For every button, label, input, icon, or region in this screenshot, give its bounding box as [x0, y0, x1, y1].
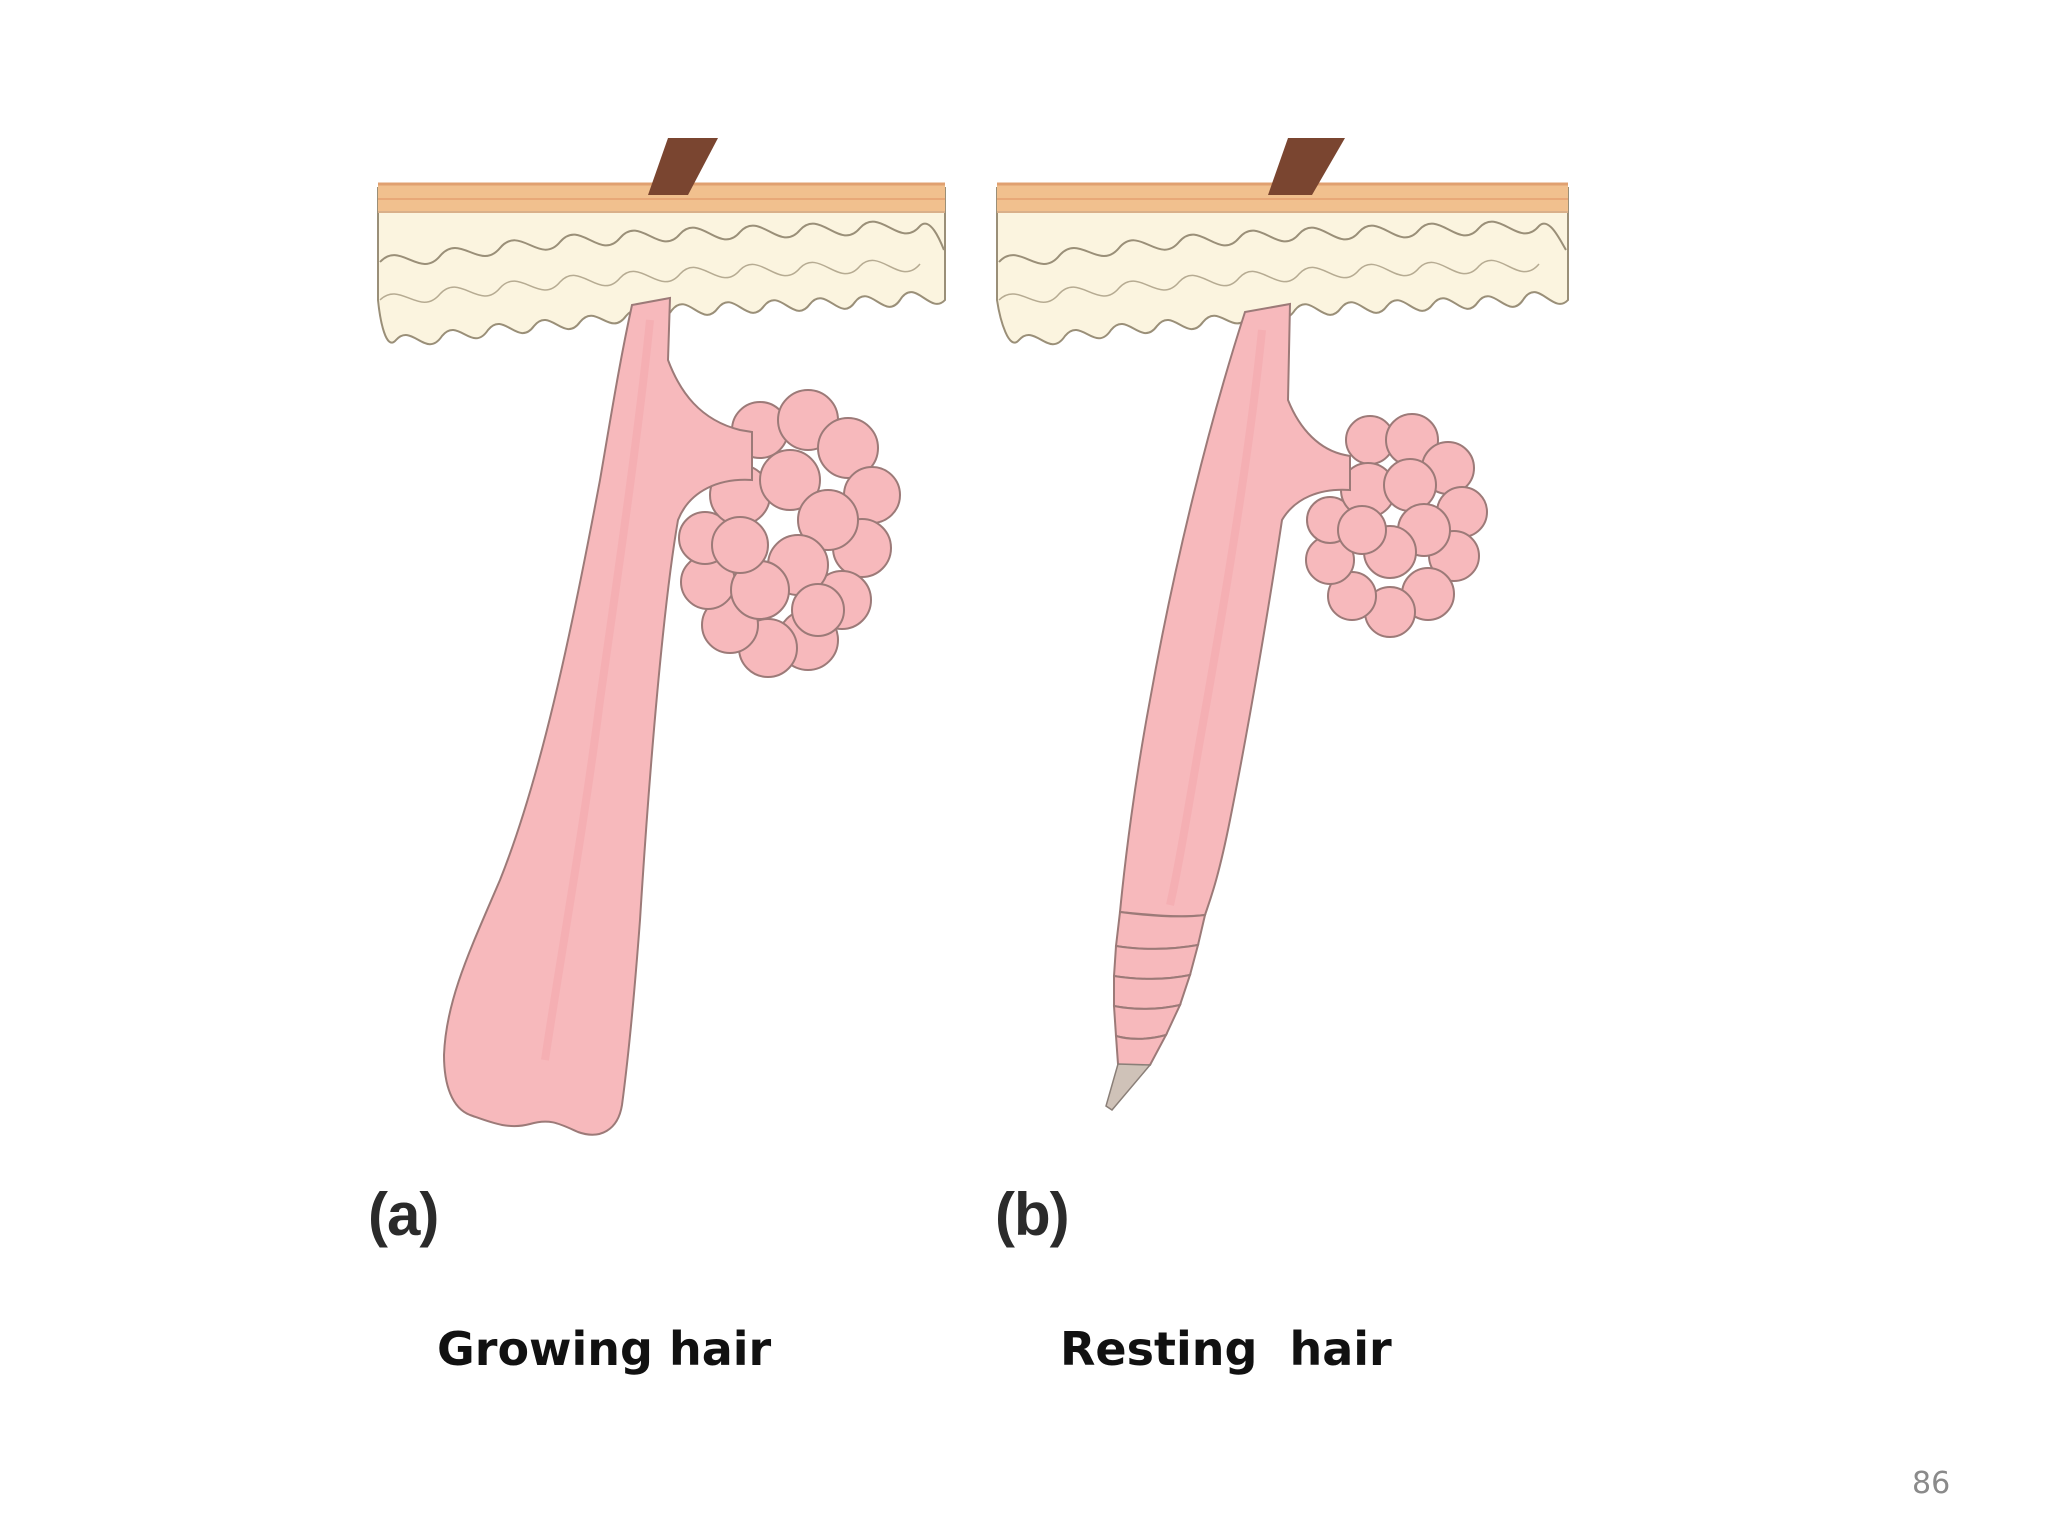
panel-a-illustration: [377, 138, 946, 1136]
hair-tail-strand: [1105, 1063, 1152, 1111]
dermal-wave-line: [379, 220, 945, 265]
caption-resting-hair: Resting hair: [1060, 1322, 1392, 1376]
caption-growing-hair: Growing hair: [437, 1322, 772, 1376]
follicle-inner-shaft-b: [1166, 329, 1266, 906]
dermal-wave-line-b: [998, 220, 1567, 265]
sebaceous-gland: [678, 389, 901, 678]
page-number: 86: [1912, 1466, 1951, 1501]
club-hair-segments: [1112, 910, 1207, 1069]
follicle-inner-shaft: [541, 319, 654, 1061]
dermal-wave-line-b2: [998, 259, 1540, 303]
hair-shaft: [648, 138, 718, 195]
hair-shaft-b: [1268, 138, 1345, 195]
panel-b-label: (b): [995, 1181, 1070, 1248]
dermal-wave-line-2: [379, 259, 921, 303]
panel-b-illustration: [996, 138, 1569, 1111]
sebaceous-gland-b: [1305, 413, 1488, 638]
hair-follicle-b: [1118, 302, 1351, 918]
panel-a-label: (a): [368, 1181, 439, 1248]
